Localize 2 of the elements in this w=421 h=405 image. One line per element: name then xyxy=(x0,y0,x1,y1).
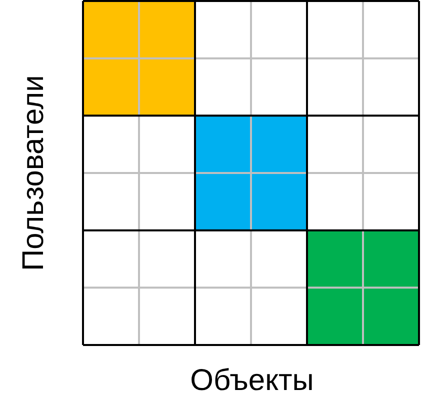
axis-label: Пользователи xyxy=(17,75,51,271)
axis-label: Объекты xyxy=(190,364,314,398)
